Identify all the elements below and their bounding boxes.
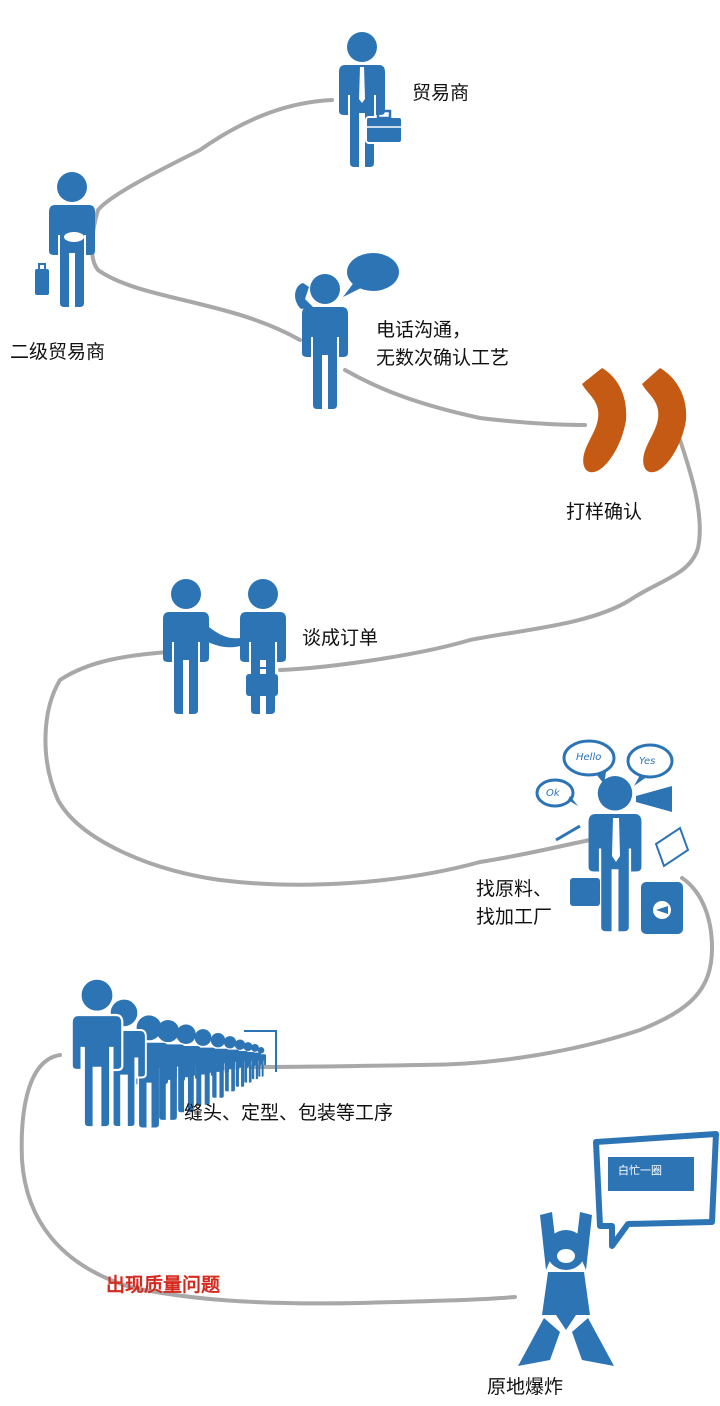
- winding-path: [19, 98, 714, 1306]
- label-second-level-trader: 二级贸易商: [10, 341, 106, 363]
- speech-sign-panel: [608, 1157, 694, 1191]
- handshake-icon: [163, 579, 286, 714]
- label-production: 缝头、定型、包装等工序: [184, 1102, 394, 1124]
- second-level-trader-icon: [35, 172, 95, 307]
- label-deal: 谈成订单: [302, 627, 379, 649]
- label-phone-line-1: 电话沟通，: [376, 319, 472, 341]
- label-quality-issue: 出现质量问题: [106, 1274, 221, 1296]
- bubble-hello: Hello: [576, 752, 602, 763]
- sock-samples-icon: [582, 368, 687, 473]
- worker-queue-icon: [70, 977, 277, 1129]
- label-sample: 打样确认: [566, 501, 643, 523]
- label-sourcing-line-1: 找原料、: [476, 878, 553, 900]
- label-trader: 贸易商: [412, 82, 470, 104]
- despair-figure-icon: [518, 1212, 614, 1366]
- bubble-ok: Ok: [546, 788, 560, 799]
- busy-multitasker-icon: [535, 739, 690, 934]
- label-explode: 原地爆炸: [487, 1376, 564, 1398]
- label-sourcing-line-2: 找加工厂: [476, 906, 553, 928]
- sign-text: 白忙一圈: [618, 1164, 662, 1177]
- phone-call-icon: [295, 253, 399, 409]
- label-phone-line-2: 无数次确认工艺: [376, 347, 510, 369]
- trader-figure-icon: [339, 32, 403, 167]
- bubble-yes: Yes: [639, 756, 656, 767]
